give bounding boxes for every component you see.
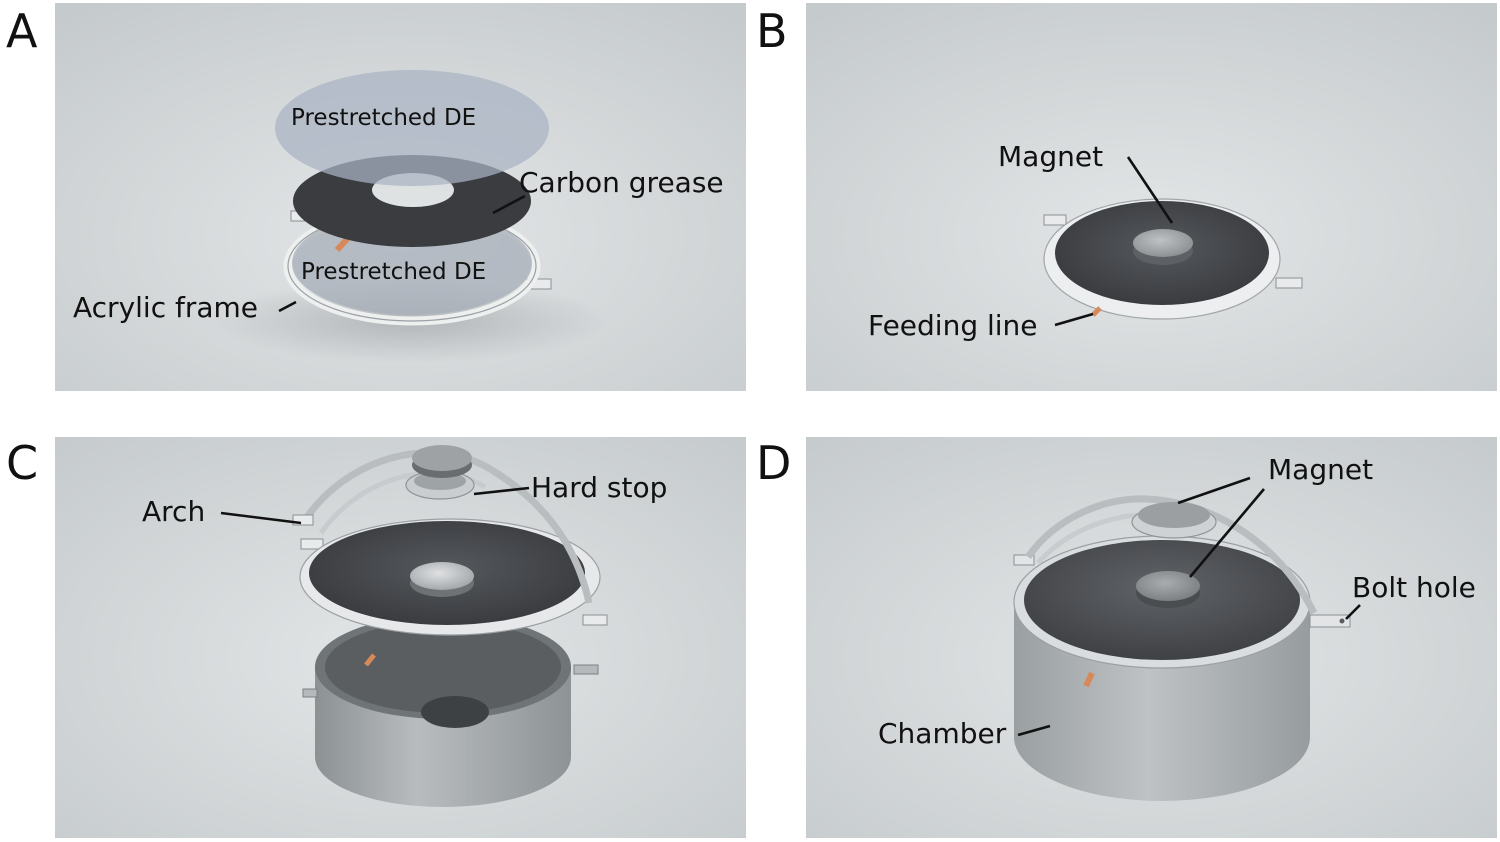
panel-c: Arch Hard stop xyxy=(55,437,746,838)
leader-magnet xyxy=(1126,156,1174,224)
leader-magnet-top xyxy=(1177,476,1251,505)
arch-tab xyxy=(292,514,314,526)
leader-bolt-hole xyxy=(1345,604,1361,620)
bolt-hole xyxy=(1339,618,1345,624)
panel-a: Prestretched DE Carbon grease Prestretch… xyxy=(55,3,746,391)
frame-tab xyxy=(1043,214,1067,226)
arch xyxy=(1025,495,1318,615)
label-carbon-grease: Carbon grease xyxy=(519,166,724,199)
label-magnet: Magnet xyxy=(998,140,1103,173)
frame-tab xyxy=(1275,277,1303,289)
magnet xyxy=(1133,229,1193,257)
magnet-lower xyxy=(1136,571,1200,601)
leader-acrylic-frame xyxy=(278,300,297,313)
label-magnet: Magnet xyxy=(1268,453,1373,486)
bolt-hole-tab xyxy=(1309,614,1351,628)
chamber-inside xyxy=(325,621,561,713)
leader-magnet-lower xyxy=(1189,488,1265,578)
label-prestretched-de-top: Prestretched DE xyxy=(291,105,476,131)
panel-letter-b: B xyxy=(756,4,788,58)
panel-b: Magnet Feeding line xyxy=(806,3,1497,391)
feeding-line-copper xyxy=(1083,671,1095,688)
label-prestretched-de-bottom: Prestretched DE xyxy=(301,259,486,285)
leader-chamber xyxy=(1017,724,1051,737)
leader-hard-stop xyxy=(473,486,530,496)
chamber-tab xyxy=(302,688,318,698)
leader-arch xyxy=(220,511,302,525)
chamber-tab xyxy=(573,664,599,675)
magnet-top xyxy=(412,445,472,471)
frame-tab xyxy=(300,538,324,550)
label-acrylic-frame: Acrylic frame xyxy=(73,291,258,324)
magnet-top xyxy=(1138,502,1210,528)
label-chamber: Chamber xyxy=(878,717,1007,750)
panel-letter-c: C xyxy=(6,436,39,490)
panel-letter-d: D xyxy=(756,436,792,490)
chamber-hole xyxy=(421,696,489,728)
frame-tab xyxy=(582,614,608,626)
magnet xyxy=(410,562,474,590)
leader-carbon-grease xyxy=(492,194,526,215)
panel-d: Magnet Bolt hole Chamber xyxy=(806,437,1497,838)
prestretched-de-top xyxy=(275,70,549,186)
bolt-hole-tab xyxy=(1013,554,1035,566)
label-arch: Arch xyxy=(142,495,205,528)
label-feeding-line: Feeding line xyxy=(868,309,1038,342)
label-bolt-hole: Bolt hole xyxy=(1352,571,1476,604)
leader-feeding-line xyxy=(1054,312,1094,327)
feeding-line-copper xyxy=(1091,306,1102,317)
panel-letter-a: A xyxy=(6,4,38,58)
arch xyxy=(300,449,593,604)
label-hard-stop: Hard stop xyxy=(531,471,667,504)
feeding-line-copper xyxy=(364,653,376,667)
